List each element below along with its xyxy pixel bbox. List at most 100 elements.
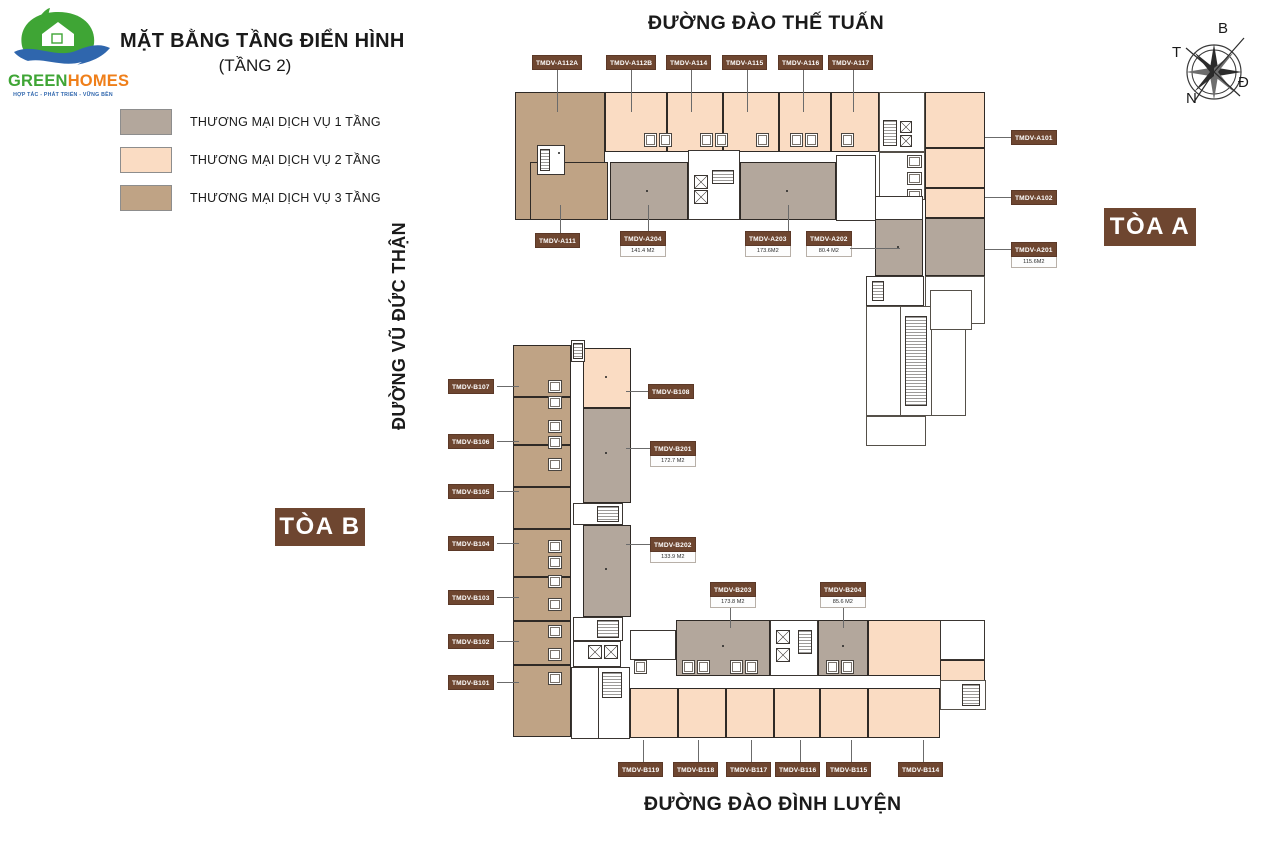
plan-unit-a101[interactable] bbox=[925, 92, 985, 148]
plan-unit-b104[interactable] bbox=[513, 529, 571, 577]
plan-unit-a115[interactable] bbox=[723, 92, 779, 152]
plan-wc-a4 bbox=[644, 133, 657, 147]
tag-a201-code: TMDV-A201 bbox=[1011, 242, 1057, 257]
plan-unit-a112b[interactable] bbox=[605, 92, 667, 152]
brand-tagline: HỢP TÁC - PHÁT TRIỂN - VỮNG BỀN bbox=[13, 92, 113, 98]
plan-lift-a3 bbox=[694, 175, 708, 189]
leader-b106 bbox=[497, 441, 519, 442]
tag-b119[interactable]: TMDV-B119 bbox=[618, 762, 664, 777]
title-main: MẶT BẰNG TẦNG ĐIỂN HÌNH bbox=[120, 30, 405, 52]
plan-wc-b16 bbox=[730, 660, 743, 674]
plan-wc-b15 bbox=[697, 660, 710, 674]
tower-b-badge: TÒA B bbox=[275, 508, 365, 546]
legend: THƯƠNG MẠI DỊCH VỤ 1 TẦNG THƯƠNG MẠI DỊC… bbox=[120, 103, 381, 217]
plan-unit-a204[interactable] bbox=[610, 162, 688, 220]
tag-a115-code: TMDV-A115 bbox=[722, 55, 768, 70]
street-label-dao-the-tuan: ĐƯỜNG ĐÀO THẾ TUẤN bbox=[648, 12, 885, 34]
legend-label-1: THƯƠNG MẠI DỊCH VỤ 1 TẦNG bbox=[190, 115, 381, 129]
plan-unit-b118[interactable] bbox=[678, 688, 726, 738]
tag-b103[interactable]: TMDV-B103 bbox=[448, 590, 494, 605]
tag-a204[interactable]: TMDV-A204 141.4 M2 bbox=[620, 231, 666, 257]
plan-unit-b202[interactable] bbox=[583, 525, 631, 617]
leader-b202 bbox=[626, 544, 650, 545]
plan-unit-a201[interactable] bbox=[925, 218, 985, 276]
tag-b202[interactable]: TMDV-B202 133.9 M2 bbox=[650, 537, 696, 563]
plan-unit-b103[interactable] bbox=[513, 577, 571, 621]
plan-stair-a4 bbox=[872, 281, 884, 301]
tag-b203[interactable]: TMDV-B203 173.8 M2 bbox=[710, 582, 756, 608]
tag-a112a[interactable]: TMDV-A112A bbox=[532, 55, 583, 70]
tag-b106-code: TMDV-B106 bbox=[448, 434, 494, 449]
tag-b118-code: TMDV-B118 bbox=[673, 762, 719, 777]
tag-b101[interactable]: TMDV-B101 bbox=[448, 675, 494, 690]
plan-unit-b102[interactable] bbox=[513, 621, 571, 665]
leader-a117 bbox=[853, 70, 854, 112]
tag-a117[interactable]: TMDV-A117 bbox=[828, 55, 874, 70]
plan-wc-a7 bbox=[715, 133, 728, 147]
tag-b115[interactable]: TMDV-B115 bbox=[826, 762, 872, 777]
plan-unit-b106[interactable] bbox=[513, 445, 571, 487]
plan-wc-a1 bbox=[907, 155, 922, 168]
leader-b105 bbox=[497, 491, 519, 492]
tag-b104-code: TMDV-B104 bbox=[448, 536, 494, 551]
plan-lift-b2 bbox=[604, 645, 618, 659]
plan-wc-b14 bbox=[682, 660, 695, 674]
plan-unit-b106a[interactable] bbox=[513, 397, 571, 445]
plan-lift-a1 bbox=[900, 121, 912, 133]
tag-a115[interactable]: TMDV-A115 bbox=[722, 55, 768, 70]
tag-a101[interactable]: TMDV-A101 bbox=[1011, 130, 1057, 145]
tag-b105[interactable]: TMDV-B105 bbox=[448, 484, 494, 499]
tag-a116[interactable]: TMDV-A116 bbox=[778, 55, 824, 70]
tag-a202[interactable]: TMDV-A202 80.4 M2 bbox=[806, 231, 852, 257]
tag-b117[interactable]: TMDV-B117 bbox=[726, 762, 772, 777]
tag-b107[interactable]: TMDV-B107 bbox=[448, 379, 494, 394]
plan-unit-b101[interactable] bbox=[513, 665, 571, 737]
plan-unit-b114[interactable] bbox=[868, 688, 940, 738]
plan-lift-b1 bbox=[588, 645, 602, 659]
plan-unit-b201[interactable] bbox=[583, 408, 631, 503]
tag-a114-code: TMDV-A114 bbox=[666, 55, 712, 70]
plan-unit-a117[interactable] bbox=[831, 92, 879, 152]
plan-corridor-a1 bbox=[875, 196, 923, 220]
plan-wc-b12 bbox=[548, 672, 562, 685]
tag-b106[interactable]: TMDV-B106 bbox=[448, 434, 494, 449]
plan-unit-a202[interactable] bbox=[875, 218, 923, 276]
tag-b102[interactable]: TMDV-B102 bbox=[448, 634, 494, 649]
plan-wc-a11 bbox=[841, 133, 854, 147]
tag-a102[interactable]: TMDV-A102 bbox=[1011, 190, 1057, 205]
tag-b204[interactable]: TMDV-B204 85.6 M2 bbox=[820, 582, 866, 608]
plan-unit-b107[interactable] bbox=[513, 345, 571, 397]
plan-unit-b117[interactable] bbox=[726, 688, 774, 738]
tag-b104[interactable]: TMDV-B104 bbox=[448, 536, 494, 551]
tag-b115-code: TMDV-B115 bbox=[826, 762, 872, 777]
plan-unit-b119[interactable] bbox=[630, 688, 678, 738]
legend-swatch-2 bbox=[120, 147, 172, 173]
tag-a201[interactable]: TMDV-A201 115.6M2 bbox=[1011, 242, 1057, 268]
tag-a111-code: TMDV-A111 bbox=[535, 233, 580, 248]
plan-unit-b115[interactable] bbox=[820, 688, 868, 738]
tag-a111[interactable]: TMDV-A111 bbox=[535, 233, 580, 248]
tag-b108[interactable]: TMDV-B108 bbox=[648, 384, 694, 399]
tag-b118[interactable]: TMDV-B118 bbox=[673, 762, 719, 777]
plan-unit-a102b[interactable] bbox=[925, 188, 985, 218]
tag-a203[interactable]: TMDV-A203 173.6M2 bbox=[745, 231, 791, 257]
compass-west-label: T bbox=[1172, 44, 1182, 61]
tag-b105-code: TMDV-B105 bbox=[448, 484, 494, 499]
tag-b201[interactable]: TMDV-B201 172.7 M2 bbox=[650, 441, 696, 467]
tag-a114[interactable]: TMDV-A114 bbox=[666, 55, 712, 70]
tag-b202-area: 133.9 M2 bbox=[650, 552, 696, 563]
tag-b114[interactable]: TMDV-B114 bbox=[898, 762, 944, 777]
tag-a204-area: 141.4 M2 bbox=[620, 246, 666, 257]
plan-wc-b9 bbox=[548, 598, 562, 611]
leader-b114 bbox=[923, 740, 924, 762]
tag-a201-area: 115.6M2 bbox=[1011, 257, 1057, 268]
plan-unit-b105[interactable] bbox=[513, 487, 571, 529]
plan-unit-b116[interactable] bbox=[774, 688, 820, 738]
legend-label-3: THƯƠNG MẠI DỊCH VỤ 3 TẦNG bbox=[190, 191, 381, 205]
plan-wc-b4 bbox=[548, 436, 562, 449]
tag-b116[interactable]: TMDV-B116 bbox=[775, 762, 821, 777]
plan-unit-b108[interactable] bbox=[583, 348, 631, 408]
tag-a112b[interactable]: TMDV-A112B bbox=[606, 55, 657, 70]
plan-unit-a102[interactable] bbox=[925, 148, 985, 188]
